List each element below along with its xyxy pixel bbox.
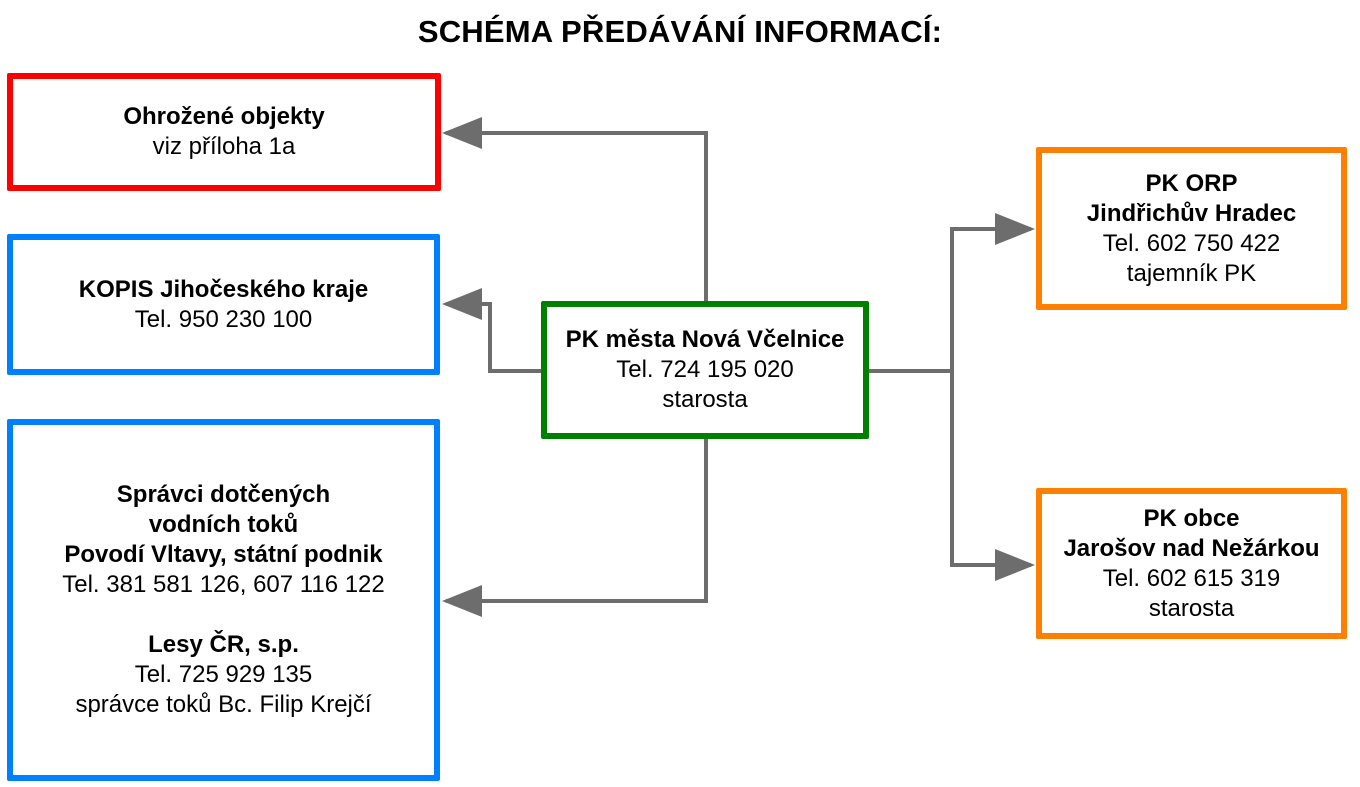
node-orp: PK ORP Jindřichův Hradec Tel. 602 750 42… — [1036, 147, 1347, 310]
node-water-managers: Správci dotčených vodních toků Povodí Vl… — [7, 419, 440, 781]
node-lesy-name: Lesy ČR, s.p. — [148, 631, 299, 658]
connector-center-to-water-managers — [442, 438, 708, 617]
node-povodi-phone: Tel. 381 581 126, 607 116 122 — [62, 571, 385, 598]
connector-center-to-threatened — [442, 117, 708, 302]
node-jarosov-name-1: PK obce — [1143, 504, 1240, 532]
node-water-managers-heading-2: vodních toků — [148, 511, 299, 538]
node-kopis-phone: Tel. 950 230 100 — [134, 305, 313, 333]
node-center-name: PK města Nová Včelnice — [565, 326, 845, 353]
node-threatened-objects-note: viz příloha 1a — [152, 133, 296, 160]
node-lesy-contact: správce toků Bc. Filip Krejčí — [75, 691, 372, 718]
node-orp-name-2: Jindřichův Hradec — [1086, 199, 1297, 227]
node-threatened-objects: Ohrožené objekty viz příloha 1a — [7, 73, 441, 191]
node-center: PK města Nová Včelnice Tel. 724 195 020 … — [541, 301, 869, 439]
node-orp-name-1: PK ORP — [1145, 169, 1238, 197]
node-center-phone: Tel. 724 195 020 — [616, 356, 794, 383]
node-jarosov-role: starosta — [1148, 594, 1235, 622]
node-lesy-phone: Tel. 725 929 135 — [134, 661, 313, 688]
node-jarosov-name-2: Jarošov nad Nežárkou — [1063, 534, 1320, 562]
node-orp-role: tajemník PK — [1126, 259, 1257, 287]
node-povodi-name: Povodí Vltavy, státní podnik — [64, 541, 383, 568]
node-jarosov-phone: Tel. 602 615 319 — [1102, 564, 1281, 592]
node-water-managers-heading-1: Správci dotčených — [116, 481, 331, 508]
node-kopis-name: KOPIS Jihočeského kraje — [78, 275, 369, 303]
diagram-title: SCHÉMA PŘEDÁVÁNÍ INFORMACÍ: — [417, 14, 943, 49]
node-kopis: KOPIS Jihočeského kraje Tel. 950 230 100 — [7, 234, 440, 375]
node-orp-phone: Tel. 602 750 422 — [1102, 229, 1281, 257]
node-threatened-objects-name: Ohrožené objekty — [123, 103, 325, 130]
node-center-role: starosta — [662, 386, 748, 413]
node-jarosov: PK obce Jarošov nad Nežárkou Tel. 602 61… — [1036, 488, 1347, 639]
connector-center-to-kopis — [442, 288, 542, 373]
